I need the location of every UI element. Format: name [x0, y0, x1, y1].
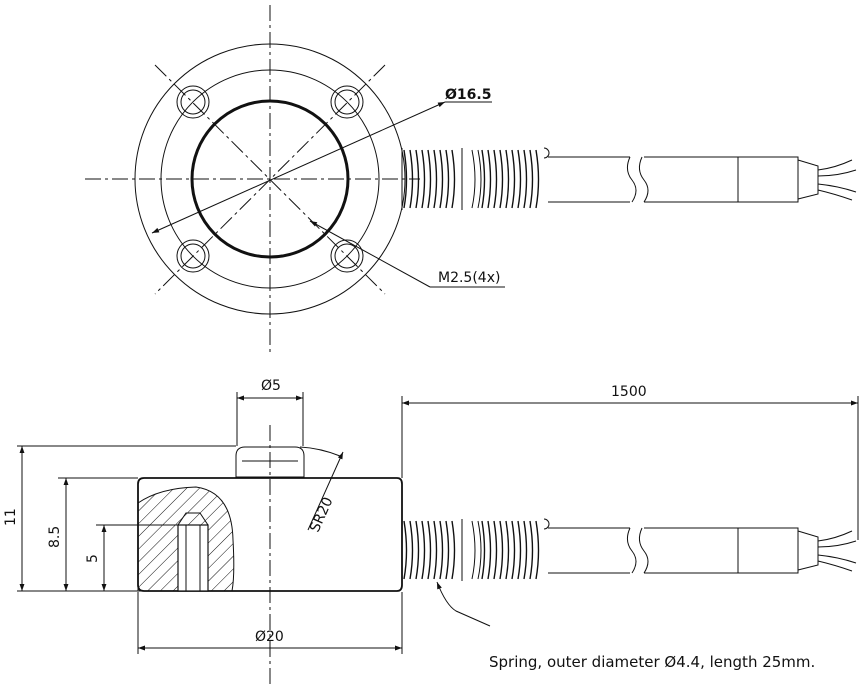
hole-callout-label: M2.5(4x) [438, 270, 500, 286]
sphere-radius-label: SR20 [307, 495, 336, 535]
cable-sleeve [737, 527, 799, 574]
button-diameter-label: Ø5 [261, 378, 281, 394]
threaded-hole [177, 524, 209, 592]
cable-side [548, 527, 857, 574]
body-diameter-label: Ø20 [255, 629, 284, 645]
thread-depth-label: 5 [85, 554, 101, 563]
mounting-hole [330, 239, 364, 273]
flange-diameter-label: Ø16.5 [445, 87, 491, 103]
flange-diameter-leader [151, 101, 446, 234]
total-height-label: 11 [3, 508, 19, 526]
lead-wires [817, 530, 857, 572]
lead-wires [817, 159, 857, 201]
load-button [235, 446, 305, 478]
sphere-radius-leader [307, 451, 344, 531]
cable-top [548, 156, 857, 203]
cable-sleeve [737, 156, 799, 203]
spring-side [401, 518, 550, 581]
body-height-label: 8.5 [47, 526, 63, 548]
side-view: SR20 Ø5 11 8.5 5 Ø20 1500 [3, 378, 859, 686]
top-view: Ø16.5 M2.5(4x) [85, 5, 857, 355]
cable-length-label: 1500 [611, 384, 647, 400]
spring-note: Spring, outer diameter Ø4.4, length 25mm… [489, 653, 815, 671]
body-outline [137, 477, 403, 592]
sphere-radius-arc [299, 446, 341, 457]
mounting-hole [176, 239, 210, 273]
hole-callout-leader [309, 220, 431, 288]
spring-top [401, 147, 550, 210]
spring-note-leader [436, 581, 491, 627]
